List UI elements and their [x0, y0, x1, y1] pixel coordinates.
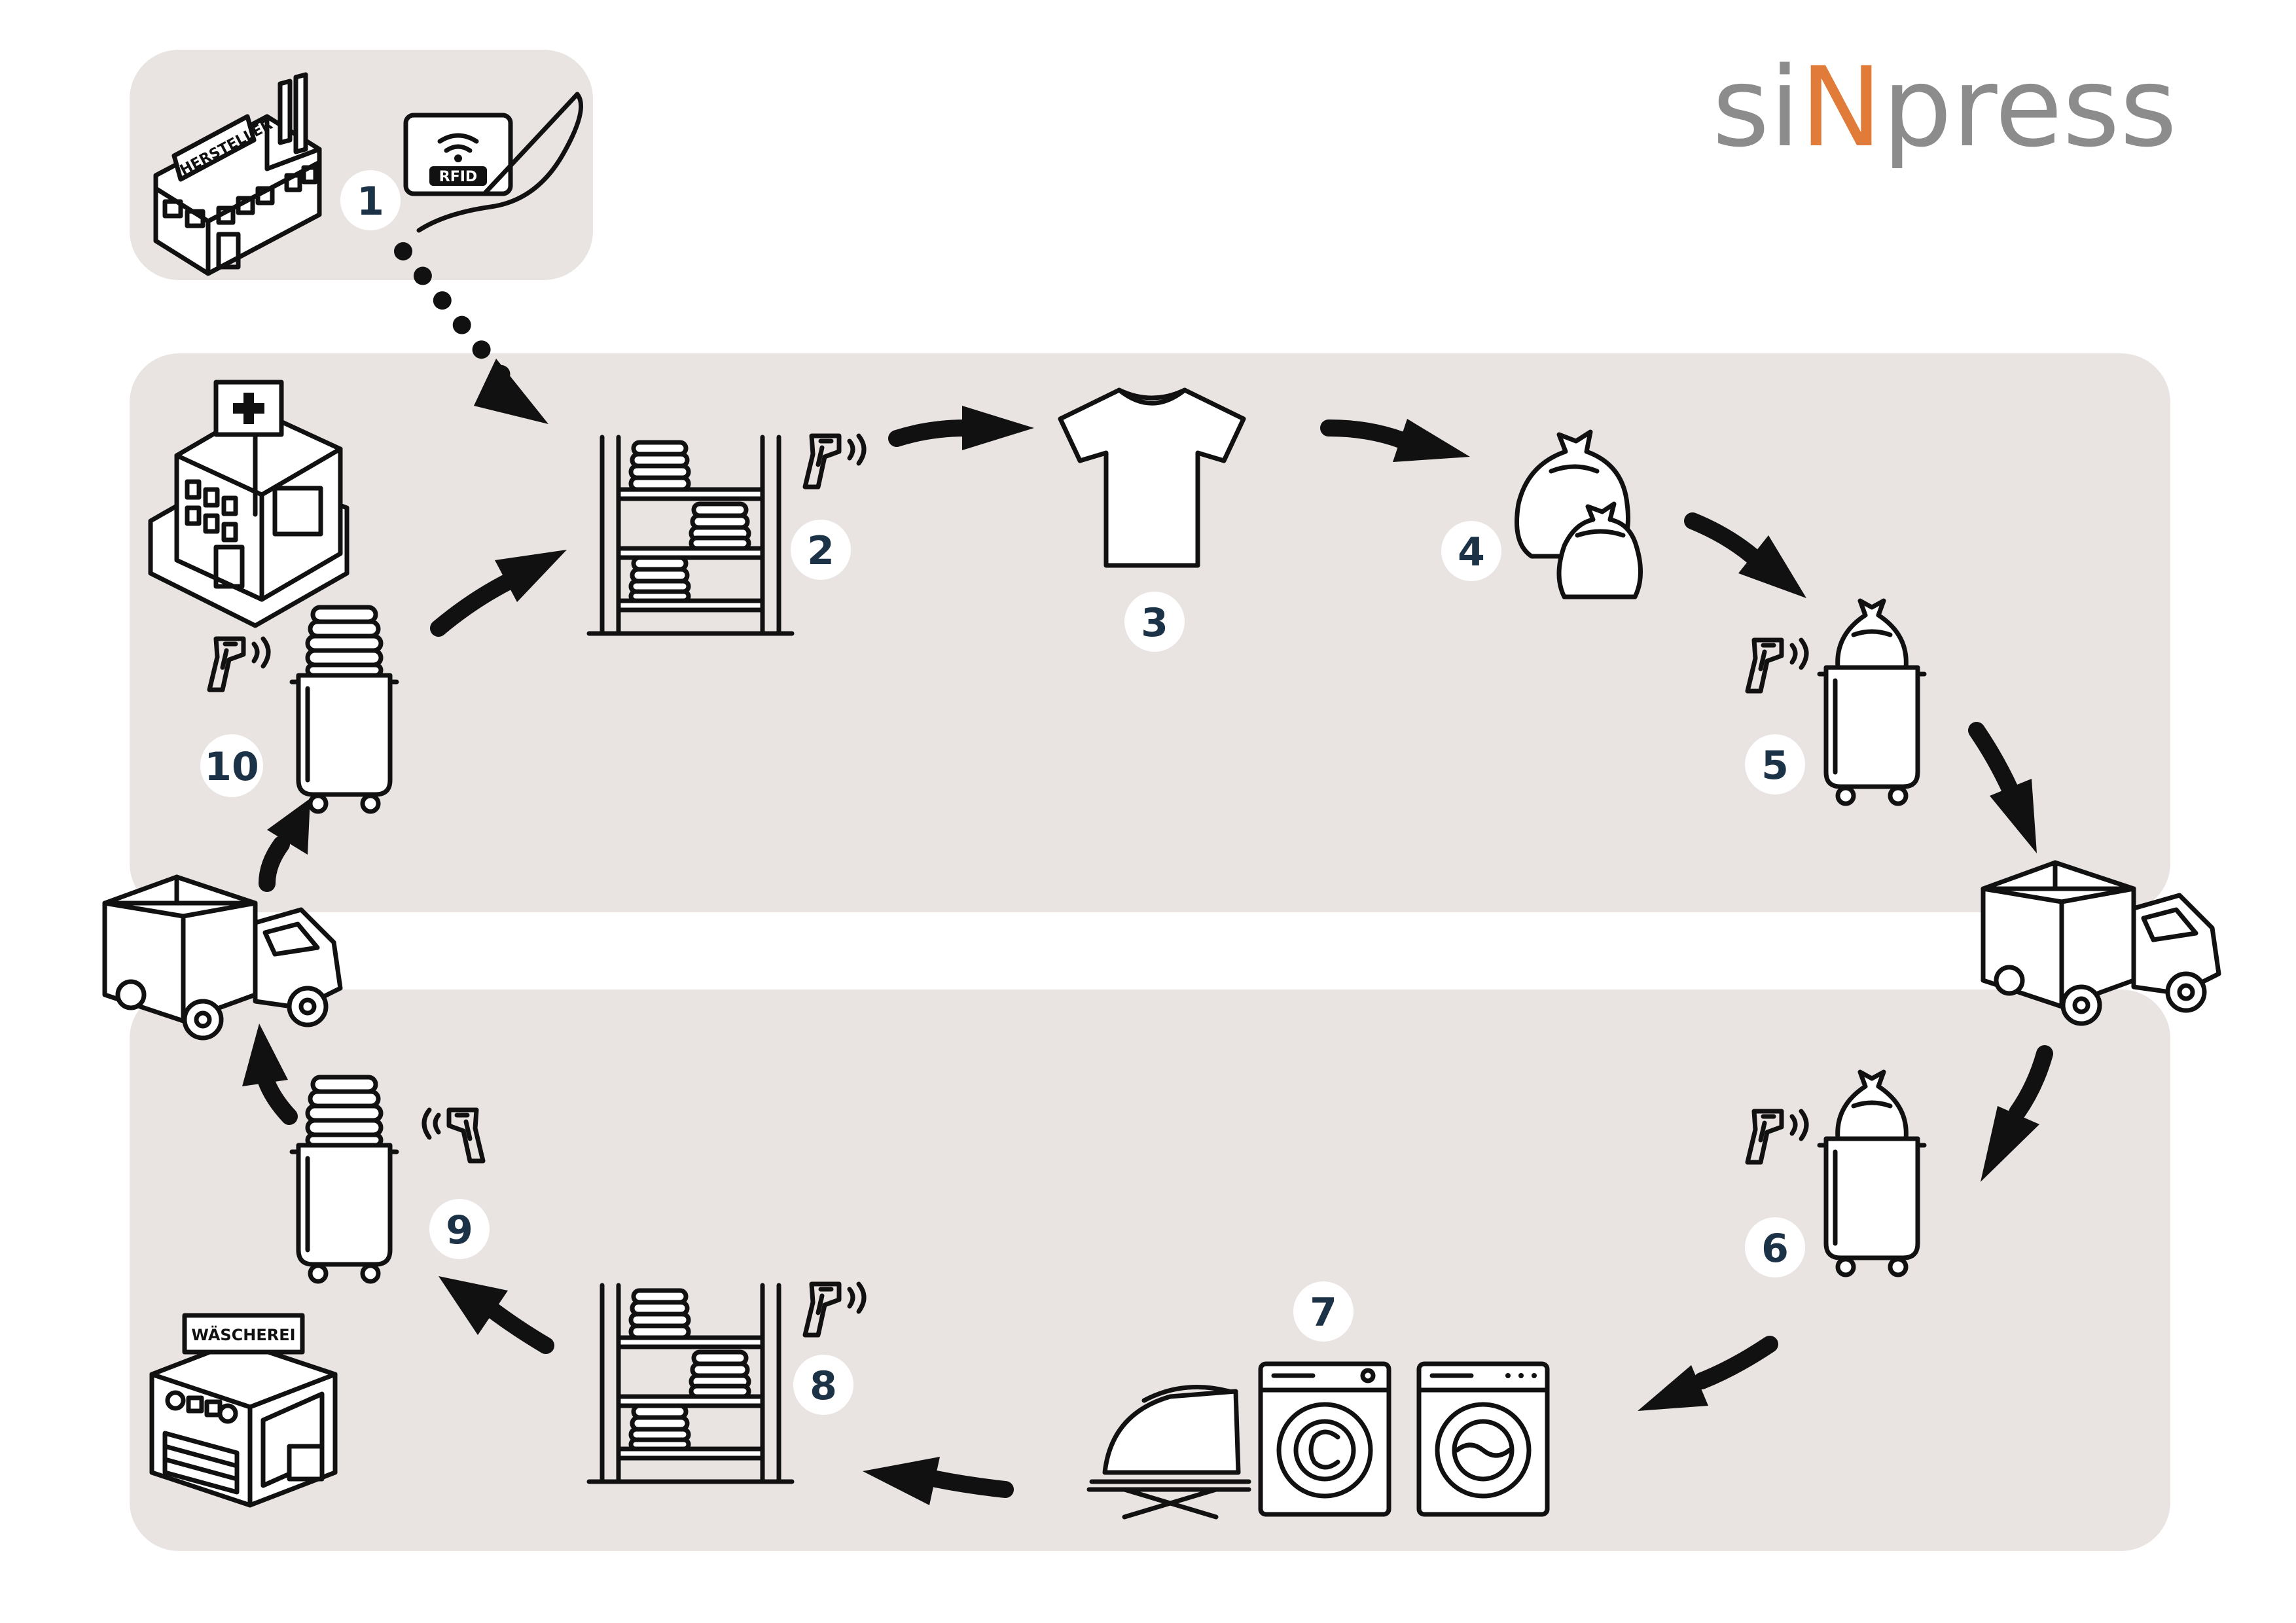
step-number-3: 3 [1141, 600, 1168, 646]
arrow-3-to-4 [1320, 419, 1470, 462]
step-number-4: 4 [1458, 529, 1485, 575]
dotted-arrow-1-to-2 [394, 242, 548, 424]
step-number-7: 7 [1310, 1290, 1337, 1336]
step-number-5: 5 [1761, 743, 1789, 789]
step-badge-10: 10 [200, 734, 263, 797]
logo-part-press: press [1882, 43, 2177, 171]
step-badge-9: 9 [429, 1199, 490, 1259]
iron-board-icon [1086, 1385, 1251, 1520]
step-number-8: 8 [810, 1363, 837, 1409]
sinpress-logo: siNpress [1712, 43, 2177, 171]
step-badge-5: 5 [1745, 734, 1805, 794]
step-badge-4: 4 [1441, 521, 1501, 581]
arrow-truck-to-10 [259, 798, 310, 892]
arrow-5-to-truck [1968, 722, 2037, 853]
laundry-label: WÄSCHEREI [191, 1325, 295, 1344]
rfid-tag-sewing-icon: RFID [403, 92, 584, 233]
step-badge-3: 3 [1124, 592, 1185, 652]
step-badge-2: 2 [791, 520, 851, 580]
logo-part-si: si [1712, 43, 1800, 171]
arrow-8-to-9 [439, 1276, 554, 1354]
step-number-6: 6 [1761, 1226, 1789, 1272]
factory-building-icon: HERSTELLER [153, 72, 322, 276]
arrow-2-to-3 [888, 406, 1034, 450]
laundry-building-icon: WÄSCHEREI [149, 1313, 338, 1508]
arrow-9-to-truck [242, 1024, 298, 1125]
logo-part-n: N [1800, 43, 1882, 171]
laundry-bags-icon [1515, 429, 1643, 599]
washing-machine-2-icon [1416, 1361, 1550, 1517]
rfid-label: RFID [439, 169, 477, 185]
hospital-building-icon [148, 380, 350, 628]
step-badge-6: 6 [1745, 1217, 1805, 1277]
step-badge-8: 8 [793, 1355, 853, 1415]
arrow-4-to-5 [1684, 512, 1806, 598]
arrow-7-to-8 [863, 1457, 1014, 1505]
step-badge-1: 1 [340, 170, 401, 230]
arrow-truck-to-6 [1981, 1045, 2053, 1182]
washing-machine-1-icon [1258, 1361, 1391, 1517]
tshirt-icon [1058, 387, 1246, 568]
step-number-1: 1 [357, 179, 384, 224]
step-number-9: 9 [446, 1207, 473, 1253]
step-number-10: 10 [204, 744, 259, 790]
step-number-2: 2 [807, 528, 834, 574]
arrow-6-to-7 [1638, 1336, 1778, 1411]
washing-machines-iron-icon [1086, 1361, 1550, 1520]
step-badge-7: 7 [1293, 1281, 1354, 1342]
arrow-10-to-2 [430, 550, 567, 637]
